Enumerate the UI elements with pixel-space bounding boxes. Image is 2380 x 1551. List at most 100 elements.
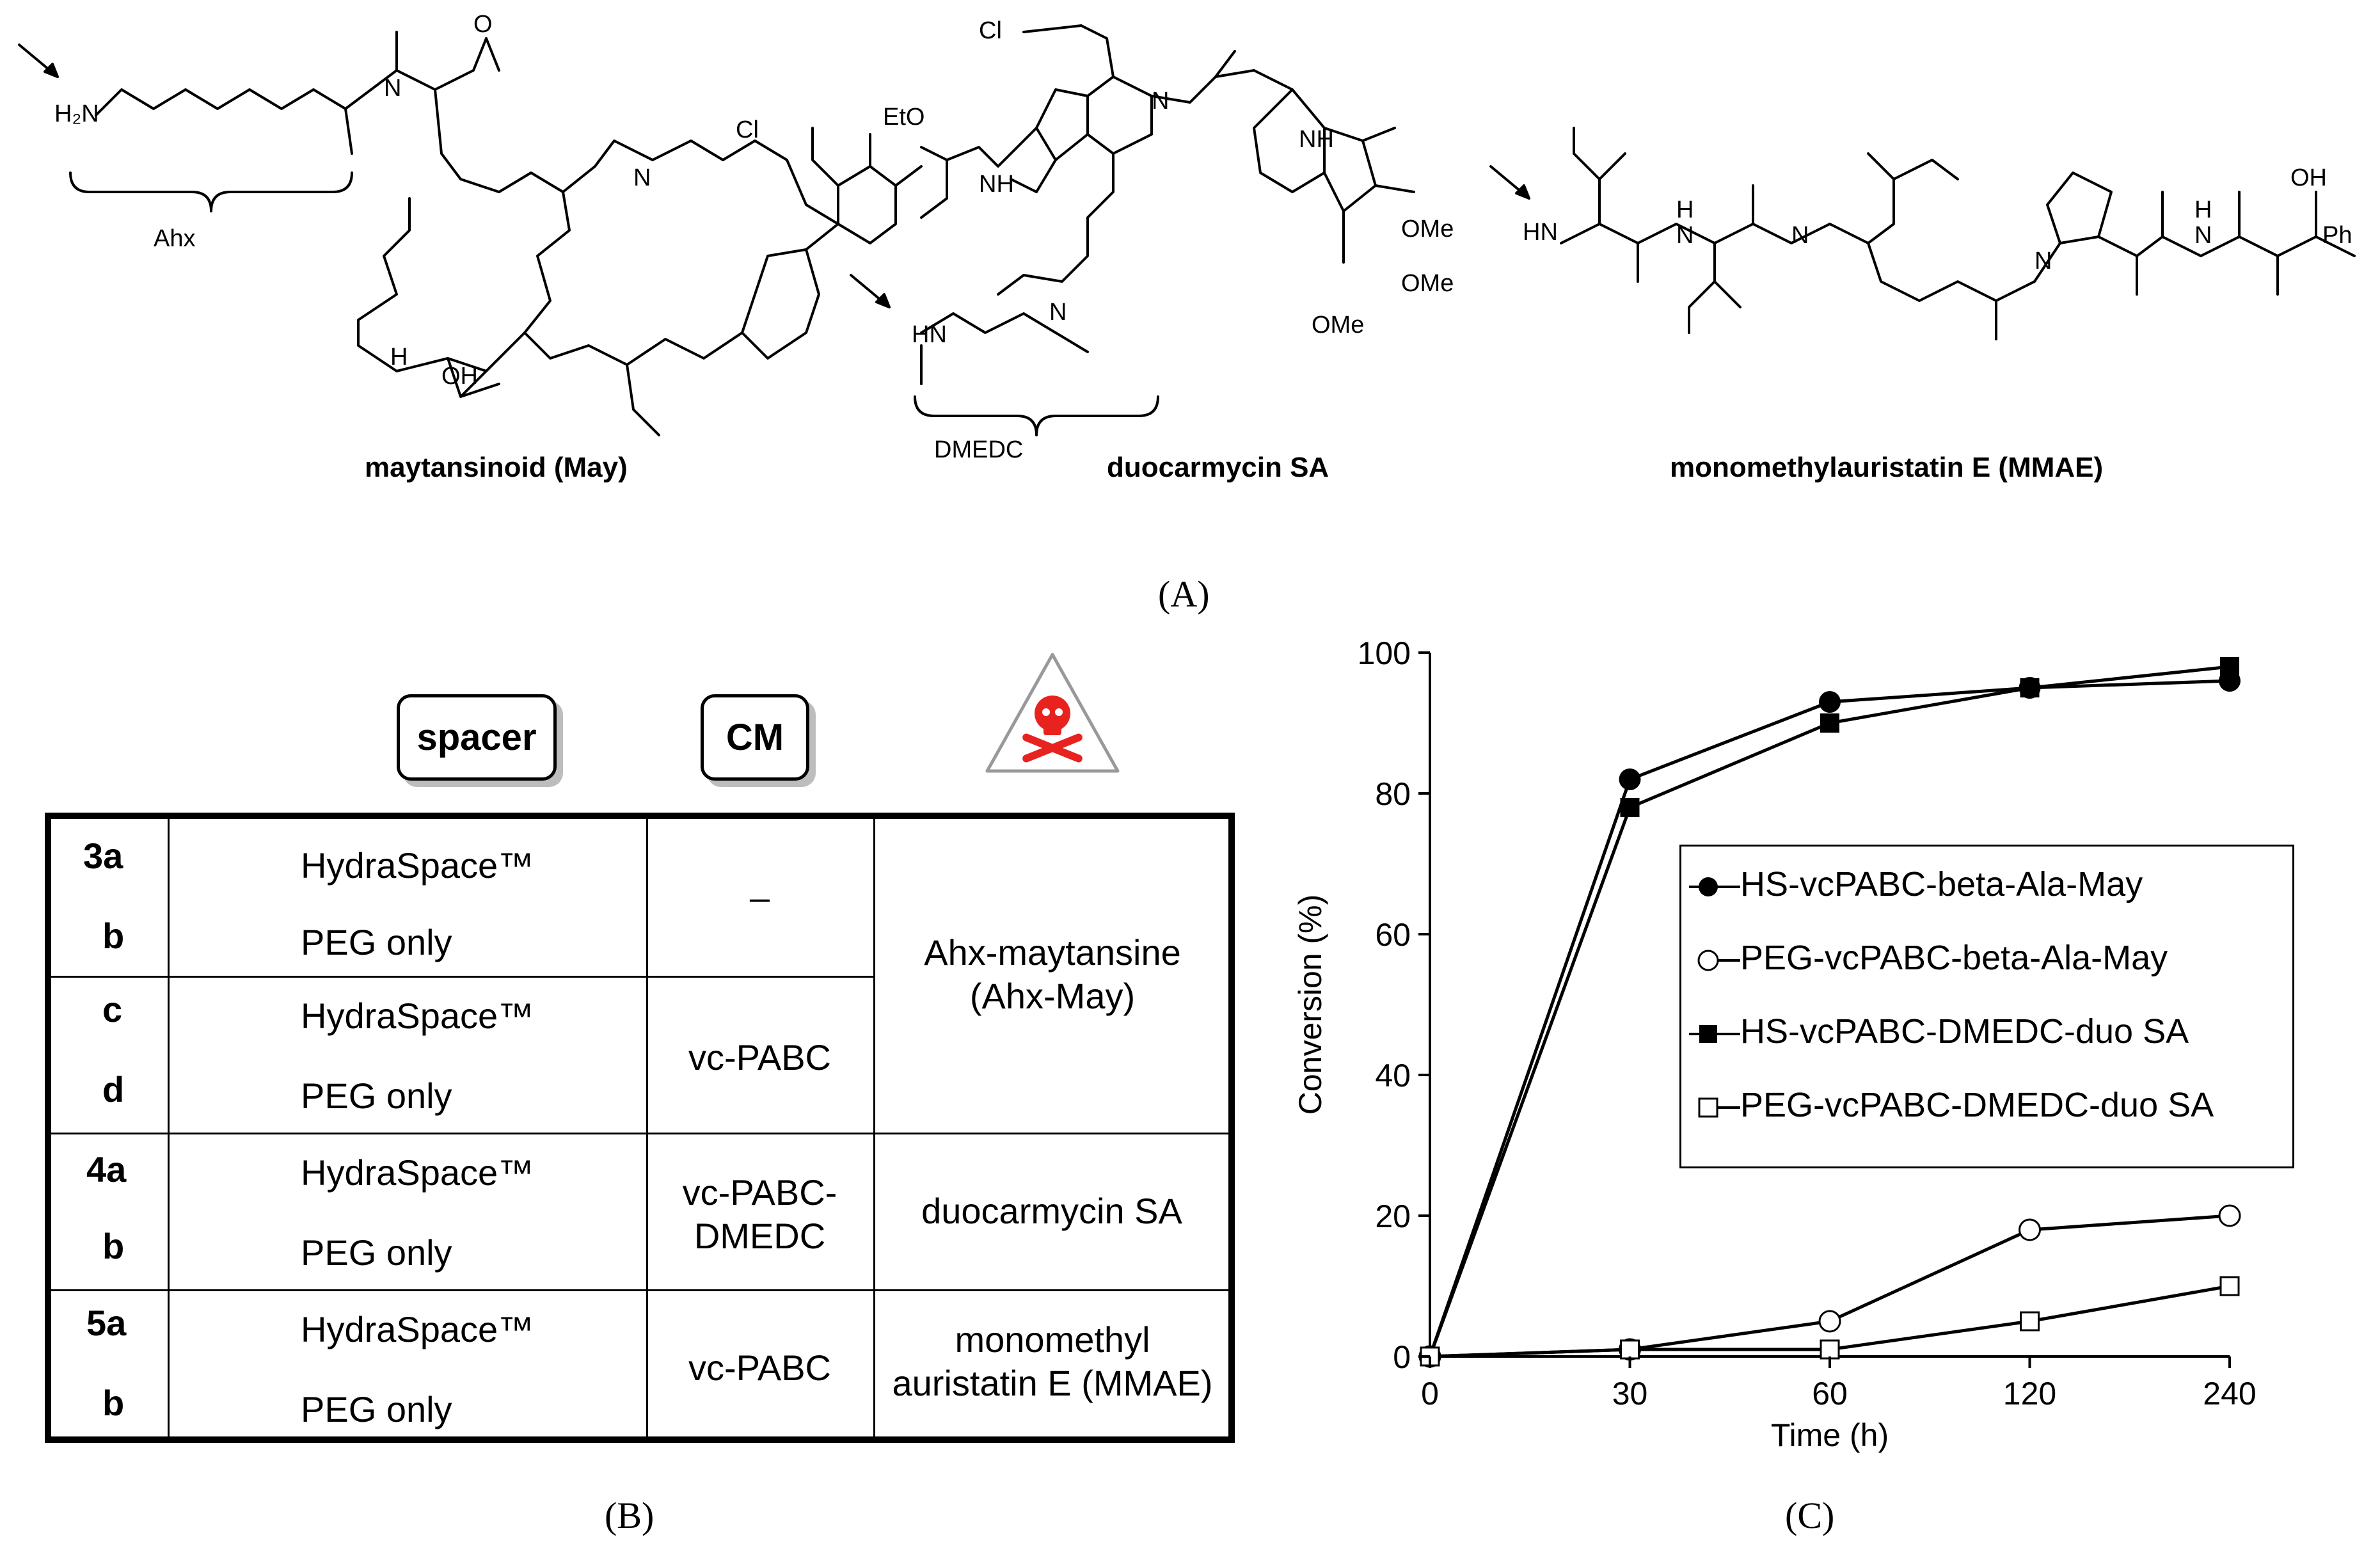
y-tick-label: 40 [1375, 1058, 1411, 1094]
open-circle-marker-icon [1697, 950, 1740, 971]
compound-table [45, 813, 1235, 1443]
atom-label: OMe [1401, 270, 1454, 297]
data-point [2219, 1276, 2240, 1296]
data-point [1619, 768, 1641, 790]
legend-label: PEG-vcPABC-DMEDC-duo SA [1740, 1086, 2214, 1124]
panel-label-b: (B) [605, 1495, 654, 1536]
legend-label: PEG-vcPABC-beta-Ala-May [1740, 939, 2168, 977]
legend-label: HS-vcPABC-DMEDC-duo SA [1740, 1012, 2189, 1051]
y-tick-label: 80 [1375, 776, 1411, 812]
x-tick-label: 60 [1812, 1376, 1848, 1412]
spacer-header: spacer [397, 694, 557, 781]
atom-label: N [1791, 222, 1809, 249]
data-point [2220, 657, 2239, 676]
atom-label: NH [979, 171, 1014, 198]
y-tick-label: 0 [1393, 1339, 1411, 1375]
panel-label-a: (A) [1158, 573, 1210, 615]
atom-label: Ph [2322, 222, 2352, 249]
cm-cell: – [749, 877, 770, 918]
atom-label: OH [441, 363, 478, 390]
compound-name-duocarmycin: duocarmycin SA [1107, 452, 1329, 483]
spacer-cell: HydraSpace™ [301, 996, 534, 1036]
data-point [1818, 1310, 1841, 1333]
atom-label: N [1676, 222, 1694, 249]
atom-label: H₂N [54, 100, 99, 127]
cm-cell: vc-PABC [688, 1037, 831, 1078]
atom-label: O [473, 11, 493, 38]
spacer-cell: PEG only [301, 1389, 452, 1429]
x-tick-label: 30 [1612, 1376, 1648, 1412]
table-divider [646, 819, 648, 1436]
legend-item: PEG-vcPABC-DMEDC-duo SA [1689, 1085, 2214, 1125]
row-id: b [102, 916, 125, 956]
spacer-cell: HydraSpace™ [301, 845, 534, 886]
data-point [1820, 713, 1839, 733]
filled-circle-marker-icon [1689, 877, 1740, 896]
atom-label: Cl [979, 17, 1002, 44]
table-divider [51, 1289, 1228, 1291]
cm-header: CM [701, 694, 809, 781]
atom-label: NH [1299, 126, 1334, 153]
table-divider [873, 819, 875, 1436]
cm-cell: vc-PABC [688, 1348, 831, 1388]
row-id: d [102, 1069, 125, 1110]
atom-label: N [384, 75, 401, 102]
x-tick-label: 0 [1421, 1376, 1439, 1412]
y-tick-label: 60 [1375, 917, 1411, 953]
open-square-marker-icon [1698, 1097, 1740, 1118]
table-divider [51, 1133, 1228, 1134]
atom-label: N [2035, 248, 2052, 274]
atom-label: OH [2290, 164, 2327, 191]
y-tick-label: 20 [1375, 1198, 1411, 1234]
chart-legend: HS-vcPABC-beta-Ala-May PEG-vcPABC-beta-A… [1679, 845, 2294, 1168]
data-point [2020, 678, 2040, 697]
atom-label: H [390, 344, 408, 370]
table-divider [168, 819, 170, 1436]
filled-square-marker-icon [1689, 1024, 1740, 1043]
atom-label: Cl [736, 116, 759, 143]
legend-item: HS-vcPABC-DMEDC-duo SA [1689, 1012, 2189, 1051]
row-id: b [102, 1383, 125, 1423]
y-axis-label: Conversion (%) [1292, 895, 1328, 1115]
table-divider [51, 976, 873, 978]
compound-name-maytansinoid: maytansinoid (May) [365, 452, 628, 483]
y-tick-label: 100 [1358, 635, 1411, 671]
skull-crossbones-warning-icon [985, 653, 1120, 773]
spacer-cell: PEG only [301, 1076, 452, 1116]
spacer-cell: PEG only [301, 922, 452, 962]
atom-label: EtO [883, 104, 924, 131]
spacer-cell: HydraSpace™ [301, 1152, 534, 1193]
payload-cell: Ahx-maytansine (Ahx-May) [924, 932, 1181, 1016]
spacer-cell: HydraSpace™ [301, 1309, 534, 1349]
atom-label: H [1676, 196, 1694, 223]
cm-cell: vc-PABC-DMEDC [682, 1172, 837, 1256]
data-point [2020, 1311, 2040, 1332]
brace-label-ahx: Ahx [154, 225, 195, 252]
legend-label: HS-vcPABC-beta-Ala-May [1740, 865, 2143, 903]
atom-label: HN [1523, 219, 1558, 246]
panel-a-structures: H₂N N Cl N H OH O Ahx Cl EtO NH N NH OMe… [18, 11, 2356, 483]
spacer-cell: PEG only [301, 1232, 452, 1273]
row-id: c [102, 989, 123, 1030]
legend-item: HS-vcPABC-beta-Ala-May [1689, 864, 2143, 904]
data-point [1620, 798, 1640, 817]
payload-cell: monomethyl auristatin E (MMAE) [892, 1319, 1213, 1403]
series-line [1429, 1214, 2230, 1358]
atom-label: H [2194, 196, 2212, 223]
panel-label-c: (C) [1785, 1495, 1835, 1536]
atom-label: N [1049, 299, 1067, 326]
data-point [1819, 691, 1841, 713]
atom-label: N [1152, 88, 1169, 115]
data-point [1820, 1339, 1840, 1360]
atom-label: N [2194, 222, 2212, 249]
row-id: 3a [83, 836, 123, 876]
atom-label: OMe [1312, 312, 1364, 338]
x-tick-label: 120 [2003, 1376, 2056, 1412]
row-id: 5a [86, 1303, 127, 1343]
data-point [2218, 1204, 2241, 1227]
row-id: b [102, 1226, 125, 1266]
brace-label-dmedc: DMEDC [934, 436, 1023, 463]
atom-label: HN [912, 321, 947, 348]
data-point [1620, 1339, 1640, 1360]
